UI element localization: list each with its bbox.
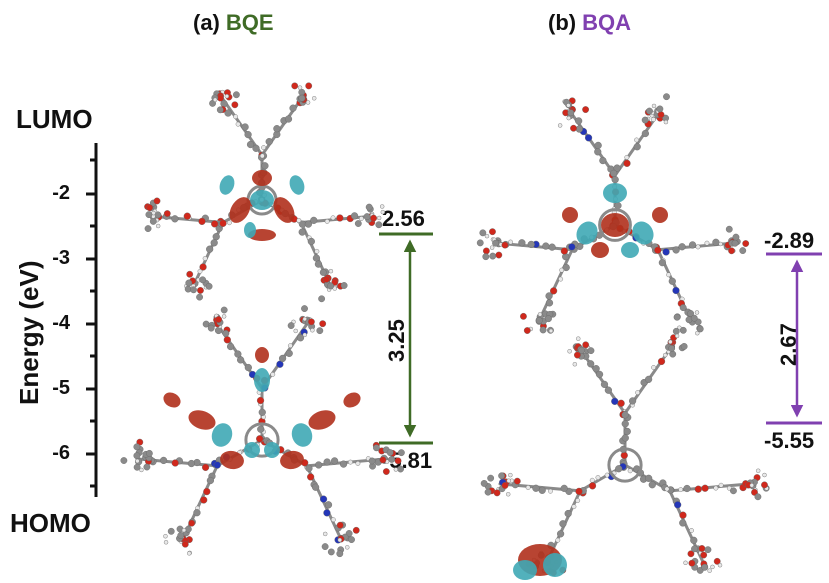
tick-label: -2 bbox=[52, 182, 70, 204]
bqe-gap-value: 3.25 bbox=[384, 319, 409, 362]
bqa-lumo-value: -2.89 bbox=[764, 228, 815, 253]
bqe-homo-molecule bbox=[120, 305, 405, 558]
panel-a-title: (a)BQE bbox=[193, 10, 274, 36]
panel-a-letter: (a) bbox=[193, 10, 220, 35]
bqe-lumo-molecule bbox=[144, 82, 386, 303]
panel-b-letter: (b) bbox=[548, 10, 577, 35]
tick-label: -3 bbox=[52, 247, 70, 269]
panel-b-molecule-name: BQA bbox=[582, 10, 631, 35]
bqa-gap-value: 2.67 bbox=[776, 323, 801, 366]
y-axis-ticks bbox=[86, 158, 96, 488]
bqe-lumo-value: 2.56 bbox=[382, 206, 425, 231]
bqa-homo-value: -5.55 bbox=[764, 428, 815, 453]
tick-label: -4 bbox=[52, 312, 70, 334]
bqa-lumo-molecule bbox=[476, 93, 750, 336]
tick-label: -6 bbox=[52, 442, 70, 464]
lumo-label: LUMO bbox=[16, 104, 93, 134]
bqa-homo-molecule bbox=[480, 327, 770, 580]
homo-label: HOMO bbox=[10, 508, 91, 538]
panel-b-title: (b)BQA bbox=[548, 10, 631, 36]
tick-label: -5 bbox=[52, 377, 70, 399]
panel-a-molecule-name: BQE bbox=[225, 10, 274, 35]
bqe-homo-value: -5.81 bbox=[382, 448, 433, 473]
